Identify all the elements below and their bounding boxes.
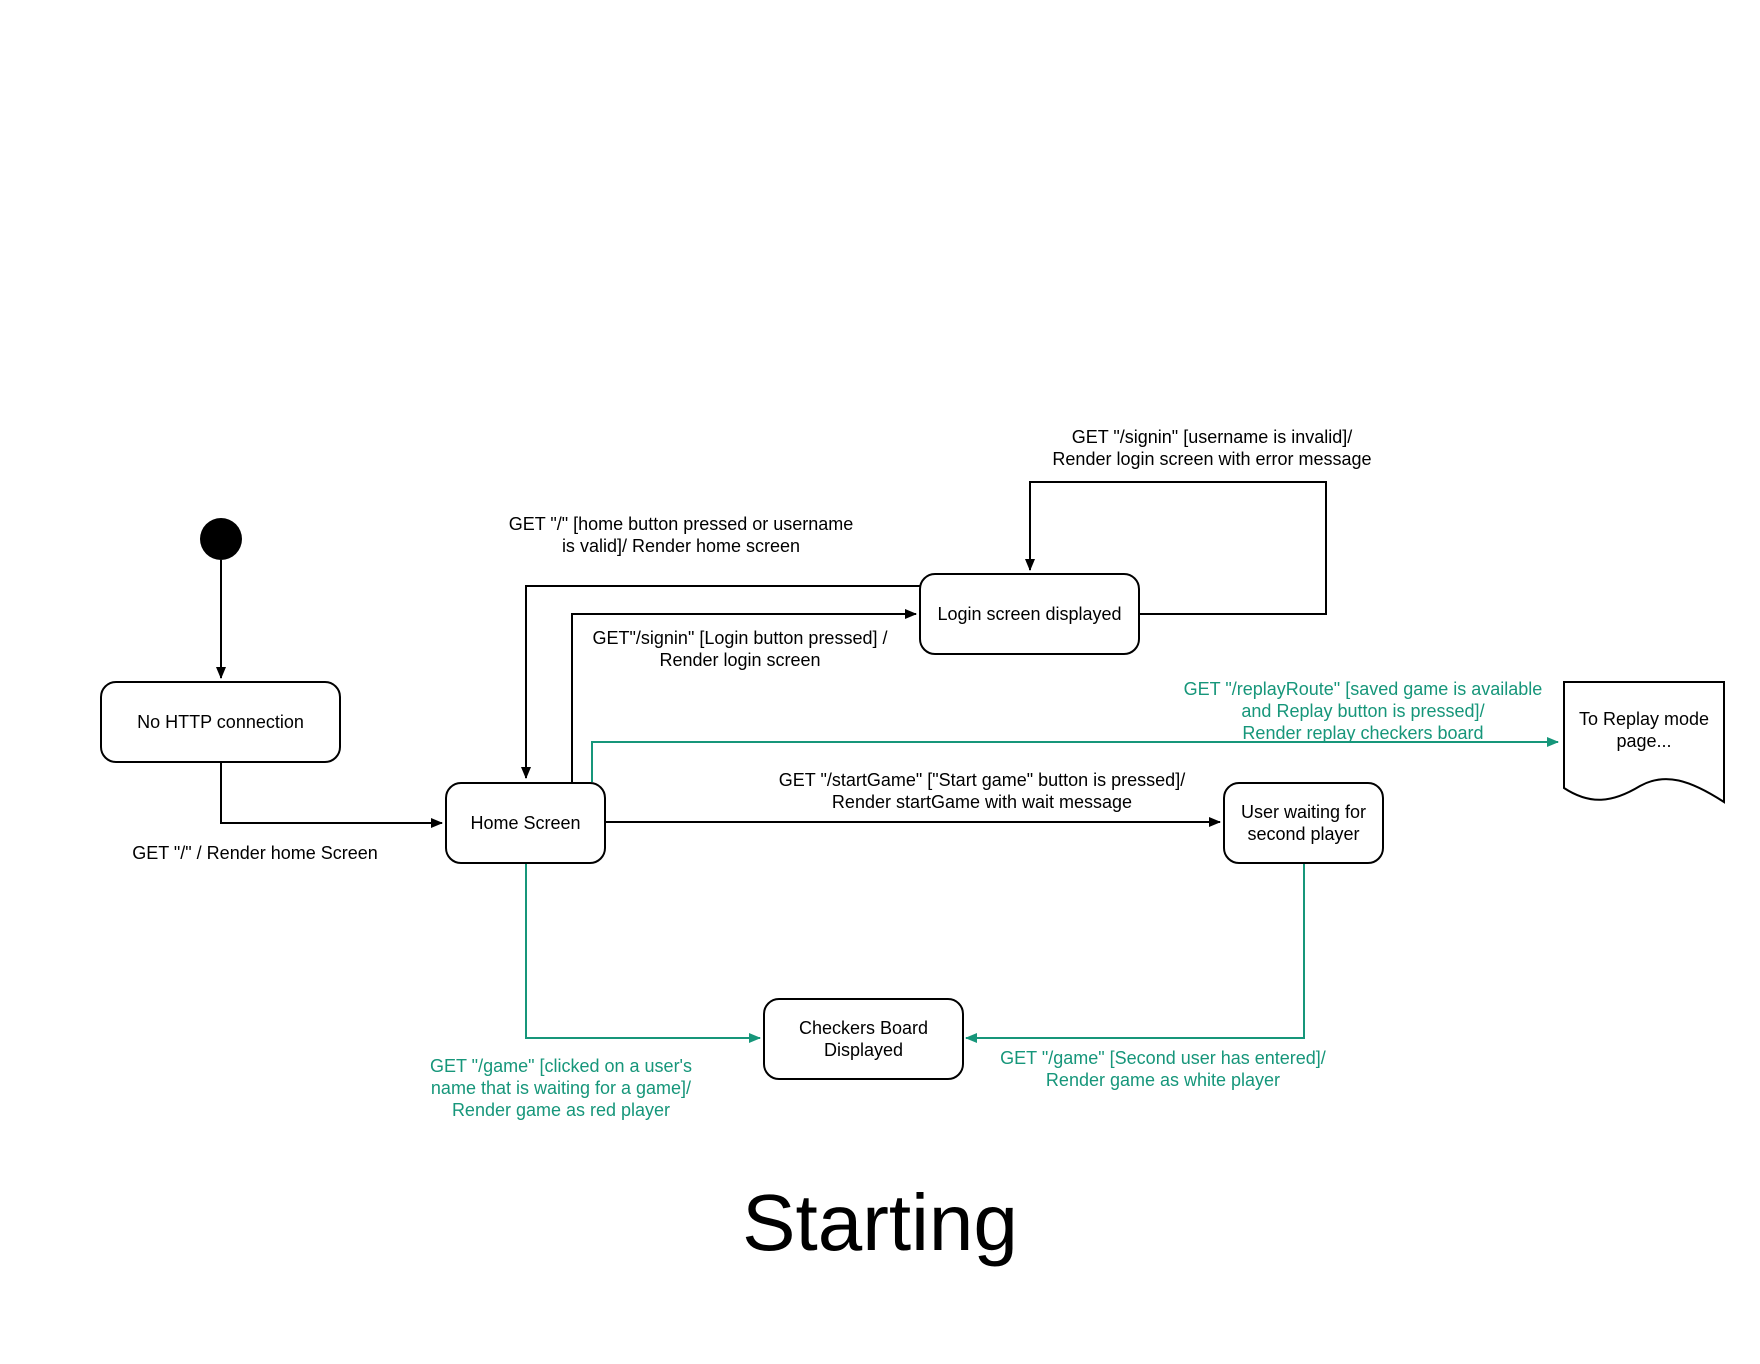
label-home-to-login: GET"/signin" [Login button pressed] / Re… bbox=[592, 628, 888, 670]
state-checkers-board: Checkers Board Displayed bbox=[763, 998, 964, 1080]
state-replay-page: To Replay mode page... bbox=[1578, 709, 1710, 751]
label-home-to-waiting: GET "/startGame" ["Start game" button is… bbox=[778, 770, 1186, 812]
edge-login-self-loop bbox=[1025, 481, 1327, 615]
label-login-to-home: GET "/" [home button pressed or username… bbox=[508, 514, 854, 556]
label-login-self: GET "/signin" [username is invalid]/ Ren… bbox=[1052, 427, 1372, 469]
diagram-title: Starting bbox=[742, 1178, 1018, 1267]
state-user-waiting: User waiting for second player bbox=[1223, 782, 1384, 864]
edge-home-to-checkers bbox=[525, 864, 761, 1043]
label-waiting-to-checkers: GET "/game" [Second user has entered]/ R… bbox=[1000, 1048, 1326, 1090]
edge-home-to-login bbox=[571, 609, 917, 782]
label-initial-to-home: GET "/" / Render home Screen bbox=[132, 843, 378, 863]
state-home-screen: Home Screen bbox=[445, 782, 606, 864]
label-home-to-replay: GET "/replayRoute" [saved game is availa… bbox=[1183, 679, 1543, 743]
state-login-screen: Login screen displayed bbox=[919, 573, 1140, 655]
edge-waiting-to-checkers bbox=[965, 864, 1305, 1043]
label-home-to-checkers: GET "/game" [clicked on a user's name th… bbox=[430, 1056, 692, 1120]
replay-document-shape bbox=[1563, 681, 1725, 804]
state-no-http-connection: No HTTP connection bbox=[100, 681, 341, 763]
edge-home-to-replay bbox=[591, 737, 1559, 782]
initial-state-dot bbox=[200, 518, 242, 560]
edge-login-to-home bbox=[521, 585, 920, 779]
edge-no-http-to-home bbox=[220, 763, 443, 828]
